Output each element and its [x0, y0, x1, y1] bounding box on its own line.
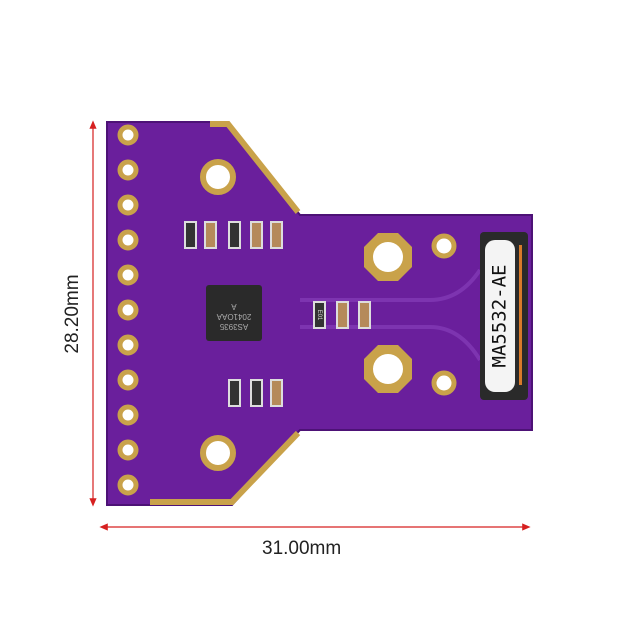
smd-component	[358, 301, 371, 329]
sensor-label: MA5532-AE	[489, 265, 511, 368]
header-pin	[117, 439, 139, 461]
antenna-hole	[373, 354, 403, 384]
smd-component	[250, 379, 263, 407]
smd-component	[250, 221, 263, 249]
smd-component	[313, 301, 326, 329]
smd-component	[270, 379, 283, 407]
resistor-marking: E01	[316, 310, 322, 321]
mounting-hole	[200, 435, 236, 471]
gold-edge-trace	[210, 121, 301, 214]
header-pin	[117, 299, 139, 321]
header-pin	[117, 404, 139, 426]
header-pin	[117, 369, 139, 391]
smd-component	[204, 221, 217, 249]
height-dimension-label: 28.20mm	[62, 274, 83, 354]
via-hole	[431, 370, 457, 396]
smd-component	[228, 379, 241, 407]
header-pin	[117, 194, 139, 216]
chip-marking: A	[231, 302, 237, 311]
header-pin	[117, 229, 139, 251]
mounting-hole	[200, 159, 236, 195]
sensor-label-sticker	[485, 240, 515, 392]
via-hole	[431, 233, 457, 259]
pcb-trace	[300, 268, 482, 302]
smd-component	[270, 221, 283, 249]
antenna-hole	[373, 242, 403, 272]
header-pin	[117, 474, 139, 496]
header-pin	[117, 159, 139, 181]
header-pin	[117, 124, 139, 146]
gold-edge-trace	[150, 430, 301, 505]
chip-marking: 2041OAA	[216, 312, 251, 321]
as3935-chip	[206, 285, 262, 341]
chip-marking: AS3935	[219, 322, 248, 331]
pcb-trace	[300, 325, 482, 362]
smd-component	[336, 301, 349, 329]
sensor-coil	[519, 245, 522, 385]
smd-component	[228, 221, 241, 249]
header-pin	[117, 264, 139, 286]
header-pins	[117, 124, 139, 496]
smd-component	[184, 221, 197, 249]
width-dimension-label: 31.00mm	[262, 538, 342, 559]
header-pin	[117, 334, 139, 356]
